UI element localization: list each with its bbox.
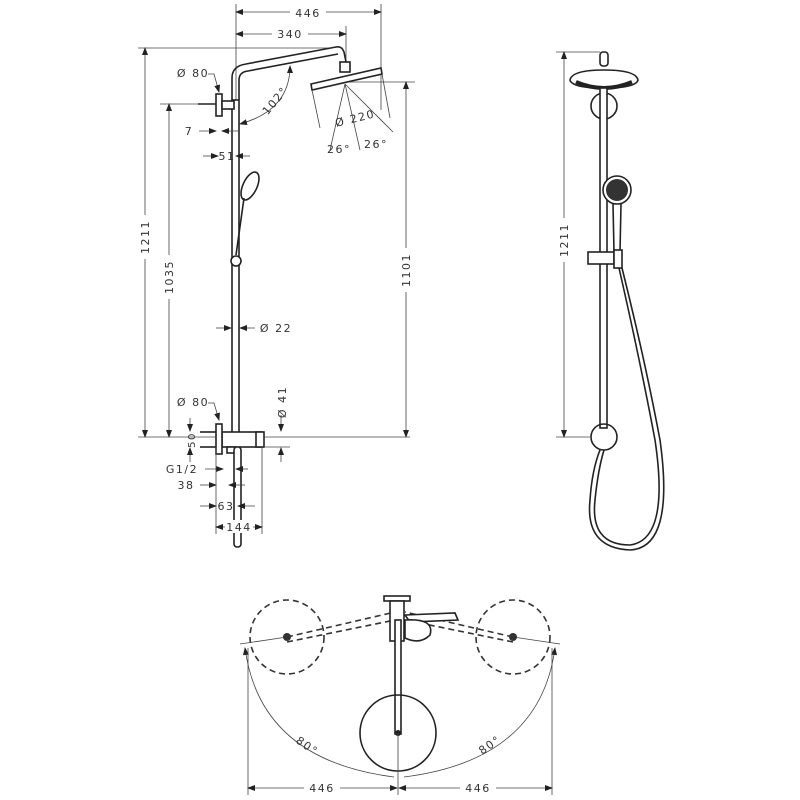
- slider: [230, 255, 242, 267]
- dim-tilt-right: 26°: [364, 138, 388, 151]
- dim-thermostat-diameter: Ø 41: [276, 386, 289, 418]
- dim-reach-right: 446: [465, 782, 491, 795]
- dim-swing-right: 80°: [476, 733, 503, 757]
- dim-thermostat-height: 50: [187, 432, 198, 448]
- dim-144: 144: [226, 521, 252, 534]
- dim-head-height: 1101: [400, 253, 413, 287]
- hand-shower: [240, 171, 260, 201]
- dim-overall-height: 1211: [139, 220, 152, 254]
- dim-63: 63: [218, 500, 235, 513]
- side-dim-overall-height: 1211: [558, 223, 571, 257]
- top-rail: [394, 619, 402, 735]
- dim-inlet-height: 1035: [163, 260, 176, 294]
- dim-reach-left: 446: [309, 782, 335, 795]
- dim-38: 38: [178, 479, 195, 492]
- dim-tilt-left: 26°: [327, 143, 351, 156]
- front-view: 446 340 1211 1035 1101: [138, 4, 415, 548]
- dim-bar-diameter: Ø 22: [260, 322, 292, 335]
- dim-bar-offset: 51: [219, 150, 236, 163]
- dim-head-diameter: Ø 220: [334, 107, 377, 129]
- dim-flange-depth: 7: [185, 125, 194, 138]
- dim-arm-total: 446: [295, 7, 321, 20]
- side-view: 1211: [556, 51, 665, 551]
- dim-arm-reach: 340: [277, 28, 303, 41]
- dim-head-angle: 102°: [260, 84, 291, 117]
- dim-wall-flange-top: Ø 80: [177, 67, 209, 80]
- dim-wall-flange-bottom: Ø 80: [177, 396, 209, 409]
- dim-connection: G1/2: [166, 463, 198, 476]
- top-view: 80° 80° 446 446: [239, 595, 561, 795]
